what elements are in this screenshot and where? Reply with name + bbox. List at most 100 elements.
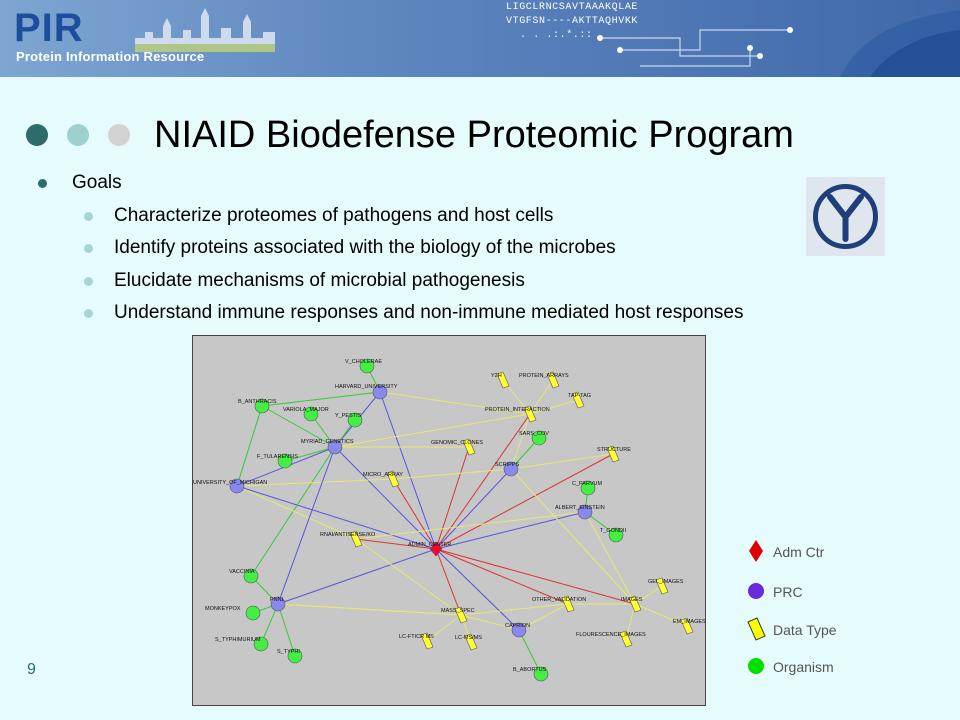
graph-edge (426, 614, 462, 642)
graph-node-taptag: TAP-TAG (568, 391, 591, 409)
organism-circle-icon (748, 658, 764, 674)
sequence-line-3: . . .:.*.:: (520, 30, 593, 41)
graph-edge (435, 548, 520, 631)
pir-logo: PIR (14, 6, 84, 50)
graph-node-emimg: EM_IMAGES (673, 617, 706, 635)
graph-edge (435, 511, 586, 550)
graph-node-label: OTHER_VALIDATION (532, 597, 586, 603)
graph-node-typhimurium: S_TYPHIMURIUM (215, 636, 269, 652)
graph-node-label: C_PARVUM (572, 481, 602, 487)
molecule-decoration-icon (840, 10, 960, 77)
graph-node-label: FLOURESCENCE_IMAGES (576, 632, 646, 638)
graph-node-label: VACCINIA (229, 569, 255, 575)
graph-node-adm: ADMIN_CENTER (408, 541, 451, 557)
graph-edge (284, 446, 336, 462)
goal-item: Identify proteins associated with the bi… (114, 237, 616, 258)
graph-node-label: IMAGES (621, 597, 643, 603)
graph-node-umich: UNIVERSITY_OF_MICHIGAN (193, 478, 267, 494)
circuit-decoration-icon (597, 27, 793, 67)
graph-node-label: UNIVERSITY_OF_MICHIGAN (193, 480, 267, 486)
graph-edge (435, 548, 462, 616)
graph-edge (250, 446, 336, 577)
graph-edge (379, 391, 531, 415)
graph-edge (584, 511, 636, 605)
graph-edge (355, 538, 462, 616)
graph-node-label: SCRIPPS (495, 462, 519, 468)
graph-edge (355, 511, 586, 540)
graph-node-label: EM_IMAGES (673, 619, 706, 625)
goal-item: Elucidate mechanisms of microbial pathog… (114, 270, 525, 291)
graph-node-label: GENOMIC_CLONES (431, 440, 483, 446)
graph-edge (355, 538, 437, 550)
dot-light (108, 124, 130, 146)
graph-node-structure: STRUCTURE (597, 445, 631, 463)
graph-edge (529, 399, 579, 415)
graph-edge (625, 603, 636, 640)
graph-node-label: TAP-TAG (568, 393, 591, 399)
graph-node-variola: VARIOLA_MAJOR (283, 406, 329, 422)
graph-edge (236, 485, 437, 550)
graph-edge (277, 548, 437, 605)
graph-node-myriad: MYRIAD_GENETICS (301, 439, 354, 455)
graph-node-abortus: B_ABORTUS (513, 666, 549, 682)
graph-node-parrays: PROTEIN_ARRAYS (519, 371, 569, 389)
graph-edge (435, 548, 636, 605)
graph-node-harvard: HARVARD_UNIVERSITY (335, 384, 398, 400)
graph-edge (261, 405, 336, 448)
graph-edge (518, 629, 542, 675)
graph-edge (435, 468, 512, 550)
graph-node-parvum: C_PARVUM (572, 480, 602, 496)
graph-node-pinteract: PROTEIN_INTERACTION (485, 405, 550, 423)
legend-label-prc: PRC (773, 584, 803, 600)
graph-node-pestis: Y_PESTIS (335, 412, 363, 428)
legend-symbols (747, 540, 766, 674)
graph-node-einstein: ALBERT_EINSTEIN (555, 504, 605, 520)
sub-bullet-icon (84, 277, 93, 286)
slide-title: NIAID Biodefense Proteomic Program (154, 114, 794, 156)
graph-node-cholerae: V_CHOLERAE (345, 358, 382, 374)
graph-node-scripps: SCRIPPS (495, 461, 519, 477)
graph-node-label: STRUCTURE (597, 447, 631, 453)
graph-edge (379, 391, 437, 550)
graph-node-gondii: T_GONDII (600, 527, 626, 543)
sequence-line-2: VTGFSN----AKTTAQHVKK (506, 16, 639, 27)
graph-node-rnai: RNAI/ANTISENSE/KO (320, 530, 376, 548)
adm-ctr-diamond-icon (749, 540, 763, 562)
graph-node-lcftic: LC-FTICR MS (399, 632, 434, 650)
niaid-logo (806, 177, 885, 256)
title-dots (26, 124, 149, 151)
pir-subtitle: Protein Information Resource (16, 49, 205, 64)
legend-label-data-type: Data Type (773, 622, 837, 638)
graph-node-label: PNNL (270, 597, 285, 603)
sequence-line-1: LIGCLRNCSAVTAAAKQLAE (506, 2, 639, 13)
graph-node-label: CAPRION (505, 623, 530, 629)
graph-node-fluor: FLOURESCENCE_IMAGES (576, 630, 646, 648)
graph-node-monkeypox: MONKEYPOX (205, 605, 261, 621)
graph-edge (334, 413, 531, 448)
graph-node-images: IMAGES (621, 595, 643, 613)
graph-edge (392, 468, 512, 480)
graph-edge (277, 603, 462, 616)
graph-edge (435, 446, 470, 550)
graph-node-massspec: MASS_SPEC (441, 606, 475, 624)
graph-node-label: GEL_IMAGES (648, 579, 684, 585)
graph-edge (435, 453, 614, 550)
page-number: 9 (27, 661, 36, 678)
graph-node-othervalid: OTHER_VALIDATION (532, 595, 586, 613)
graph-node-label: LC-MS/MS (455, 635, 482, 641)
city-skyline-icon (135, 8, 275, 52)
graph-node-y2h: Y2H (491, 371, 510, 389)
legend-label-organism: Organism (773, 659, 834, 675)
graph-edge (510, 453, 614, 470)
legend-label-adm-ctr: Adm Ctr (773, 544, 825, 560)
graph-node-label: RNAI/ANTISENSE/KO (320, 532, 376, 538)
graph-node-sarscov: SARS_COV (519, 430, 549, 446)
graph-node-label: Y_PESTIS (335, 413, 362, 419)
graph-node-lcms: LC-MS/MS (455, 633, 482, 651)
graph-node-anthracis: B_ANTHRACIS (238, 398, 277, 414)
graph-edge (392, 478, 437, 550)
graph-node-microarray: MICRO_ARRAY (363, 470, 403, 488)
graph-edge (236, 405, 263, 487)
graph-node-label: SARS_COV (519, 431, 549, 437)
graph-node-pnnl: PNNL (270, 596, 286, 612)
